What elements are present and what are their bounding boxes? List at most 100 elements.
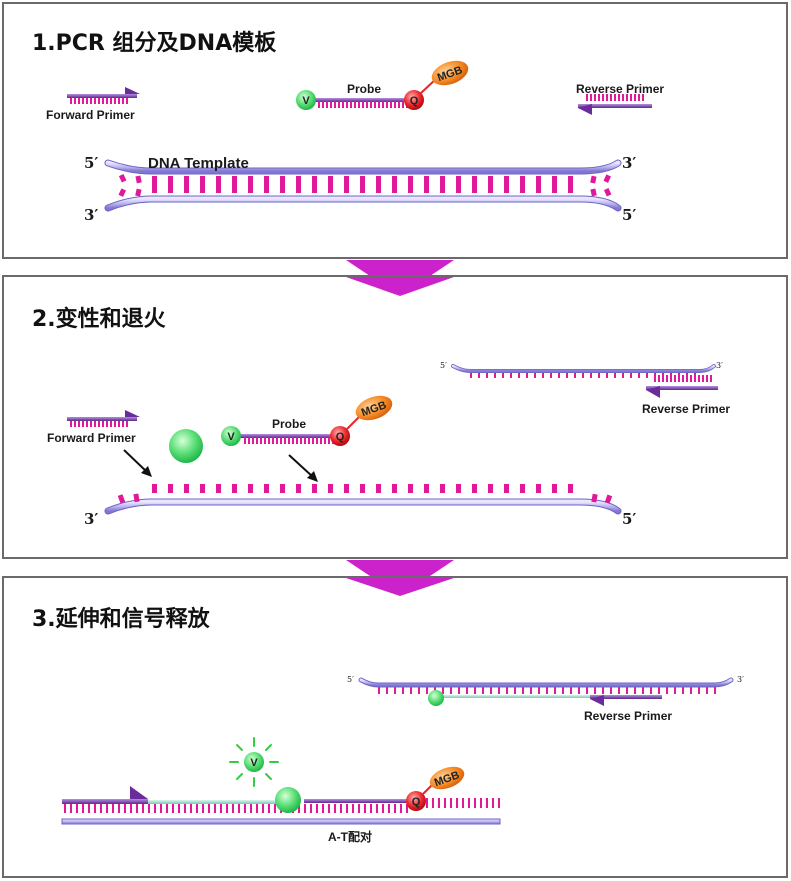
base-tick (504, 484, 509, 493)
base-tick (296, 176, 301, 193)
base-tick (340, 804, 342, 813)
base-tick (334, 804, 336, 813)
panel-1-frame (2, 2, 788, 259)
base-tick (352, 804, 354, 813)
base-tick (172, 804, 174, 813)
base-tick (330, 101, 332, 108)
probe-label-2: Probe (272, 417, 306, 431)
base-tick (514, 687, 516, 694)
reporter-dye-v-1 (296, 90, 316, 110)
base-tick (506, 687, 508, 694)
base-tick (360, 176, 365, 193)
base-tick (474, 687, 476, 694)
released-reporter-sphere-3 (275, 787, 301, 813)
forward-primer-2-bases (70, 420, 128, 427)
base-tick (76, 804, 78, 813)
base-tick (274, 804, 276, 813)
base-tick (698, 687, 700, 694)
base-tick (702, 375, 704, 382)
base-tick (260, 437, 262, 444)
base-tick (264, 437, 266, 444)
base-tick (216, 484, 221, 493)
base-tick (706, 375, 708, 382)
base-tick (264, 484, 269, 493)
base-tick (276, 437, 278, 444)
base-tick (526, 373, 528, 378)
base-tick (568, 484, 573, 493)
base-tick (392, 176, 397, 193)
base-tick (654, 375, 656, 382)
p1-top-right-3prime: 3′ (622, 154, 636, 172)
anneal-arrow-probe (288, 454, 318, 482)
base-tick (196, 804, 198, 813)
reverse-primer-2-bases (654, 375, 712, 382)
base-tick (126, 420, 128, 427)
base-tick (152, 484, 157, 493)
base-tick (310, 804, 312, 813)
base-tick (468, 798, 470, 808)
released-reporter-top-3 (428, 690, 444, 706)
base-tick (244, 437, 246, 444)
base-tick (638, 373, 640, 378)
base-tick (630, 373, 632, 378)
p2-small-5prime: 5′ (440, 361, 447, 370)
base-tick (598, 94, 600, 101)
base-tick (634, 94, 636, 101)
base-tick (106, 420, 108, 427)
base-tick (442, 687, 444, 694)
base-tick (392, 484, 397, 493)
base-tick (90, 97, 92, 104)
base-tick (480, 798, 482, 808)
base-tick (494, 373, 496, 378)
base-tick (232, 484, 237, 493)
base-tick (322, 101, 324, 108)
base-tick (338, 101, 340, 108)
base-tick (498, 687, 500, 694)
base-tick (486, 798, 488, 808)
base-tick (98, 420, 100, 427)
base-tick (450, 798, 452, 808)
top-strand-3 (358, 677, 734, 706)
base-tick (536, 176, 541, 193)
probe-1: V Q MGB (296, 60, 469, 110)
base-tick (602, 94, 604, 101)
base-tick (642, 687, 644, 694)
base-tick (248, 176, 253, 193)
reverse-primer-1-bases (586, 94, 644, 101)
base-tick (568, 176, 573, 193)
base-tick (456, 176, 461, 193)
base-tick (118, 804, 120, 813)
base-tick (542, 373, 544, 378)
base-tick (570, 687, 572, 694)
base-tick (280, 484, 285, 493)
forward-primer-label-1: Forward Primer (46, 108, 135, 122)
base-tick (622, 373, 624, 378)
base-tick (100, 804, 102, 813)
forward-primer-2 (67, 410, 140, 427)
base-tick (472, 484, 477, 493)
base-tick (122, 97, 124, 104)
base-tick (614, 373, 616, 378)
forward-primer-1 (67, 87, 140, 104)
base-tick (214, 804, 216, 813)
base-tick (638, 94, 640, 101)
base-tick (136, 804, 138, 813)
base-tick (426, 687, 428, 694)
mgb-1 (431, 60, 469, 86)
template-strand-2-bases (152, 484, 573, 493)
base-tick (378, 101, 380, 108)
quencher-q-1 (404, 90, 424, 110)
base-tick (552, 484, 557, 493)
base-tick (328, 484, 333, 493)
p3-small-5prime: 5′ (347, 675, 354, 684)
base-tick (312, 437, 314, 444)
base-tick (438, 798, 440, 808)
base-tick (406, 804, 408, 813)
base-tick (346, 101, 348, 108)
base-tick (110, 420, 112, 427)
base-tick (200, 176, 205, 193)
base-tick (566, 373, 568, 378)
probe-label-1: Probe (347, 82, 381, 96)
base-tick (114, 97, 116, 104)
probe-2-bases (244, 437, 334, 444)
